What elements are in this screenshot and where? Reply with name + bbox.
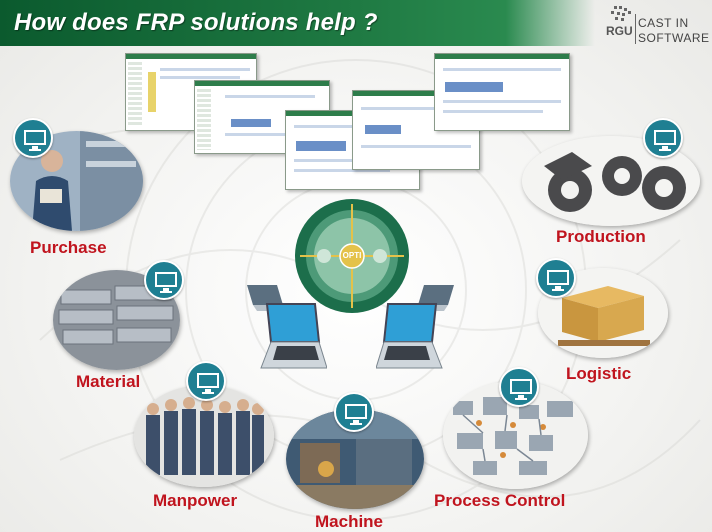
laptop-right-front — [376, 303, 443, 369]
process-control-label: Process Control — [434, 491, 566, 510]
logo-text: CAST IN SOFTWARE — [638, 16, 710, 46]
purchase-badge — [13, 118, 53, 158]
company-logo: RGU CAST IN SOFTWARE — [604, 4, 710, 48]
manpower-label: Manpower — [153, 491, 238, 510]
process-control-badge — [499, 367, 539, 407]
monitor-icon — [654, 130, 676, 151]
logo-divider — [635, 14, 636, 44]
monitor-icon — [197, 373, 219, 394]
logo-dots-icon — [611, 6, 631, 21]
monitor-icon — [345, 404, 367, 425]
material-label: Material — [76, 372, 141, 391]
manpower-photo — [134, 385, 274, 487]
monitor-icon — [510, 379, 532, 400]
material-badge — [144, 260, 184, 300]
page-title: How does FRP solutions help ? — [14, 9, 378, 36]
hub-center-label: OPTI — [342, 251, 362, 260]
machine-label: Machine — [315, 512, 384, 531]
monitor-icon — [24, 130, 46, 151]
title-banner: How does FRP solutions help ? — [0, 0, 595, 46]
laptop-left-front — [260, 303, 327, 369]
software-screenshot-5 — [434, 53, 570, 131]
purchase-label: Purchase — [30, 238, 107, 257]
production-badge — [643, 118, 683, 158]
logistic-badge — [536, 258, 576, 298]
machine-badge — [334, 392, 374, 432]
logo-line-1: CAST IN — [638, 16, 689, 30]
logo-line-2: SOFTWARE — [638, 31, 710, 45]
logistic-label: Logistic — [566, 364, 632, 383]
logo-mark: RGU — [606, 24, 633, 38]
planning-system-hub — [295, 199, 409, 313]
monitor-icon — [155, 272, 177, 293]
production-label: Production — [556, 227, 646, 246]
monitor-icon — [547, 270, 569, 291]
manpower-badge — [186, 361, 226, 401]
